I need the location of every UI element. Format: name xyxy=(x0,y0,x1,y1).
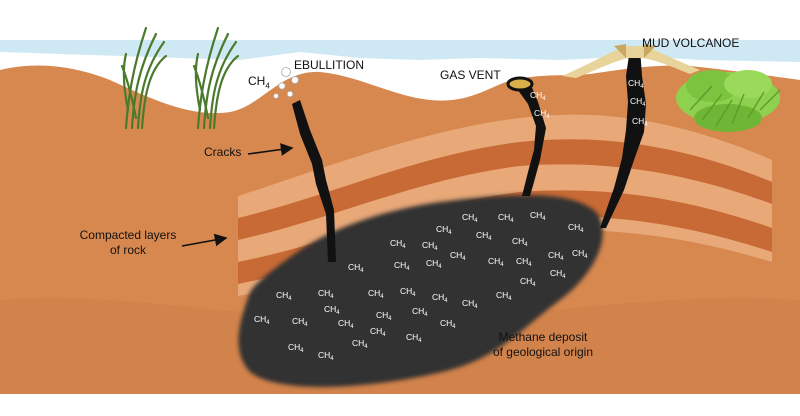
compacted-layers-line1: Compacted layers xyxy=(79,228,177,242)
ch4-marker: CH4 xyxy=(376,310,392,322)
ch4-marker: CH4 xyxy=(572,248,588,260)
ebullition-label: EBULLITION xyxy=(294,58,365,72)
ch4-marker: CH4 xyxy=(338,318,354,330)
rock-band-3 xyxy=(238,164,772,262)
ch4-marker: CH4 xyxy=(512,236,528,248)
crack-ebullition xyxy=(292,100,336,262)
ch4-marker: CH4 xyxy=(462,298,478,310)
ch4-marker: CH4 xyxy=(318,350,334,362)
shrub xyxy=(676,70,781,132)
mud-volcanoe-label: MUD VOLCANOE xyxy=(642,36,740,50)
ch4-marker: CH4 xyxy=(530,90,546,102)
mud-volcano-rim xyxy=(614,44,656,58)
compacted-layers-label: Compacted layers of rock xyxy=(76,228,180,258)
ch4-marker: CH4 xyxy=(436,224,452,236)
ch4-marker: CH4 xyxy=(390,238,406,250)
ch4-marker: CH4 xyxy=(520,276,536,288)
ch4-marker: CH4 xyxy=(516,256,532,268)
ch4-marker: CH4 xyxy=(530,210,546,222)
ch4-marker: CH4 xyxy=(476,230,492,242)
cracks-arrow xyxy=(247,143,294,156)
ch4-marker: CH4 xyxy=(462,212,478,224)
water xyxy=(0,40,800,62)
compacted-layers-arrow xyxy=(181,233,228,247)
ch4-ebullition-label: CH4 xyxy=(248,74,270,91)
reed-cluster-left xyxy=(120,26,168,130)
gas-vent-label: GAS VENT xyxy=(440,68,501,82)
rock-band-2 xyxy=(238,139,772,240)
mud-volcano-cone xyxy=(562,46,700,78)
ch4-marker: CH4 xyxy=(534,108,550,120)
ch4-marker: CH4 xyxy=(550,268,566,280)
methane-deposit-line2: of geological origin xyxy=(492,345,594,359)
ch4-marker: CH4 xyxy=(288,342,304,354)
ch4-marker: CH4 xyxy=(498,212,514,224)
ch4-marker: CH4 xyxy=(292,316,308,328)
ch4-marker: CH4 xyxy=(370,326,386,338)
methane-deposit-line1: Methane deposit xyxy=(498,330,588,344)
ch4-marker: CH4 xyxy=(412,306,428,318)
reeds xyxy=(120,26,240,130)
ch4-marker: CH4 xyxy=(632,116,648,128)
ch4-marker: CH4 xyxy=(352,338,368,350)
ch4-marker: CH4 xyxy=(450,250,466,262)
ch4-marker: CH4 xyxy=(422,240,438,252)
ch4-marker: CH4 xyxy=(440,318,456,330)
ch4-marker: CH4 xyxy=(276,290,292,302)
ch4-marker: CH4 xyxy=(496,290,512,302)
crack-gas-vent xyxy=(512,78,546,196)
ch4-marker: CH4 xyxy=(324,304,340,316)
ch4-marker: CH4 xyxy=(406,332,422,344)
ch4-marker: CH4 xyxy=(568,222,584,234)
cracks-label: Cracks xyxy=(204,145,242,159)
ch4-marker: CH4 xyxy=(630,96,646,108)
ch4-marker: CH4 xyxy=(628,78,644,90)
crack-mud-volcano xyxy=(600,48,646,228)
ch4-marker: CH4 xyxy=(348,262,364,274)
ch4-marker: CH4 xyxy=(368,288,384,300)
cracks xyxy=(292,48,646,262)
bubbles xyxy=(273,67,299,99)
ch4-marker: CH4 xyxy=(426,258,442,270)
ch4-marker: CH4 xyxy=(432,292,448,304)
ch4-marker: CH4 xyxy=(394,260,410,272)
ch4-marker: CH4 xyxy=(488,256,504,268)
ch4-marker: CH4 xyxy=(548,250,564,262)
compacted-layers-line2: of rock xyxy=(109,243,146,257)
ch4-marker: CH4 xyxy=(318,288,334,300)
reed-cluster-right xyxy=(192,26,240,130)
ch4-marker: CH4 xyxy=(254,314,270,326)
ch4-marker: CH4 xyxy=(400,286,416,298)
rock-band-4 xyxy=(238,190,772,284)
gas-vent-rim xyxy=(506,76,534,92)
methane-deposit-label: Methane deposit of geological origin xyxy=(478,330,608,360)
